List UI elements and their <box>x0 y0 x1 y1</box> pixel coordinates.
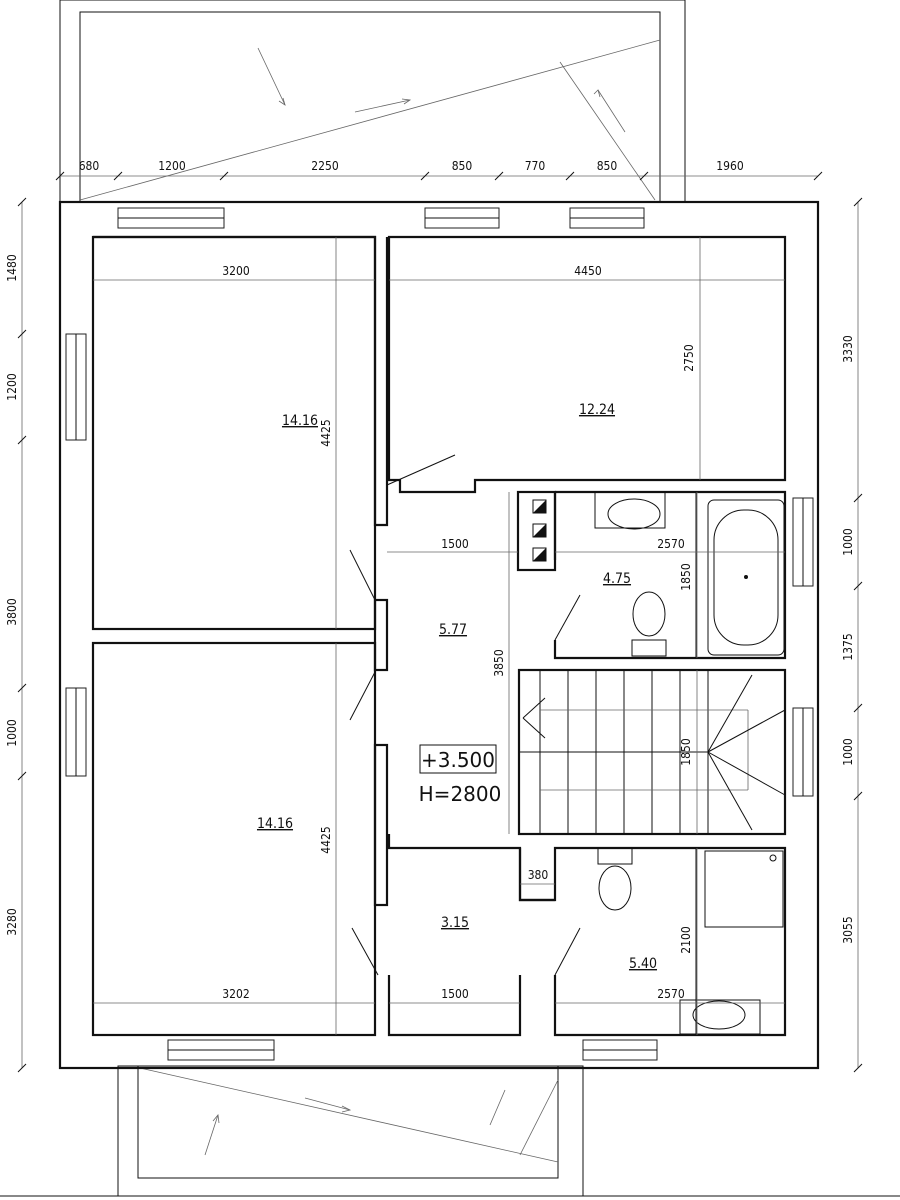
stairs <box>519 670 786 834</box>
room-labels: 14.16 12.24 4.75 5.77 14.16 3.15 5.40 <box>257 402 657 972</box>
dimension-tick <box>853 197 863 207</box>
dimension-tick <box>113 171 123 181</box>
dimension-tick <box>55 171 65 181</box>
toilet-lower <box>597 847 633 911</box>
dim-top-1: 1200 <box>158 159 186 173</box>
dim-bath-upper-width: 2570 <box>657 537 685 551</box>
dim-top-6: 1960 <box>716 159 744 173</box>
stair-arrow <box>522 717 546 739</box>
balcony-south <box>0 1065 900 1197</box>
doors <box>349 454 581 976</box>
room-area-nw: 14.16 <box>282 413 318 429</box>
shower-tray <box>704 850 784 928</box>
dimension-tick <box>565 171 575 181</box>
dim-room-ne-width: 4450 <box>574 264 602 278</box>
sink <box>594 491 666 529</box>
sink-lower <box>679 999 761 1035</box>
dim-top-2: 2250 <box>311 159 339 173</box>
stair-winder <box>707 674 753 753</box>
dim-wc-width: 380 <box>528 868 549 882</box>
dimension-tick <box>853 1063 863 1073</box>
stair-winder <box>707 709 786 753</box>
dimensions-interior: 3200 4450 2750 4425 1500 2570 1850 3850 … <box>222 264 696 1001</box>
dimension-tick <box>17 197 27 207</box>
dim-bath-lower-depth: 2100 <box>679 926 693 954</box>
dimension-tick <box>420 171 430 181</box>
level-mark: +3.500 H=2800 <box>419 744 502 806</box>
dim-right-4: 3055 <box>841 916 855 943</box>
dimension-tick <box>853 581 863 591</box>
dimensions-right: 3330 1000 1375 1000 3055 <box>841 335 855 944</box>
exterior-walls <box>58 200 820 1070</box>
room-area-bath-lower: 5.40 <box>629 956 657 972</box>
dim-room-sw-depth: 4425 <box>319 826 333 853</box>
dimension-tick <box>17 329 27 339</box>
dim-left-3: 1000 <box>5 719 19 747</box>
room-area-ne: 12.24 <box>579 402 615 418</box>
level-height: H=2800 <box>419 782 502 806</box>
dim-left-4: 3280 <box>5 908 19 936</box>
dim-hall-width: 1500 <box>441 537 469 551</box>
dimensions-top: 680 1200 2250 850 770 850 1960 <box>79 159 744 173</box>
windows <box>65 207 814 1061</box>
dim-right-1: 1000 <box>841 528 855 556</box>
dimension-tick <box>17 1063 27 1073</box>
dimension-tick <box>853 703 863 713</box>
dim-left-0: 1480 <box>5 254 19 282</box>
balcony-north <box>59 0 686 203</box>
stair-winder <box>707 751 786 796</box>
toilet-upper <box>631 591 667 657</box>
dim-right-3: 1000 <box>841 738 855 766</box>
room-area-bath-upper: 4.75 <box>603 571 631 587</box>
dimension-lines <box>17 171 863 1073</box>
dimension-tick <box>17 435 27 445</box>
dimension-tick <box>639 171 649 181</box>
dimension-tick <box>813 171 823 181</box>
room-area-vestibule: 3.15 <box>441 915 469 931</box>
vent-ducts <box>532 499 547 562</box>
dim-right-0: 3330 <box>841 335 855 363</box>
dimension-tick <box>853 791 863 801</box>
dimension-tick <box>17 683 27 693</box>
dim-bath-lower-width: 2570 <box>657 987 685 1001</box>
dim-room-nw-depth: 4425 <box>319 419 333 446</box>
dim-top-0: 680 <box>79 159 100 173</box>
room-area-hall: 5.77 <box>439 622 467 638</box>
dimension-tick <box>17 771 27 781</box>
dim-bath-upper-depth: 1850 <box>679 563 693 591</box>
dim-right-2: 1375 <box>841 633 855 660</box>
level-elevation: +3.500 <box>421 748 495 772</box>
stair-winder <box>707 751 753 831</box>
dim-room-ne-depth: 2750 <box>682 344 696 372</box>
dim-hall2-width: 1500 <box>441 987 469 1001</box>
dim-room-nw-width: 3200 <box>222 264 250 278</box>
dim-left-2: 3800 <box>5 598 19 626</box>
dim-room-sw-width: 3202 <box>222 987 249 1001</box>
dim-hall-depth: 3850 <box>492 649 506 677</box>
dimensions-left: 1480 1200 3800 1000 3280 <box>5 254 19 936</box>
dimension-tick <box>494 171 504 181</box>
bathtub <box>707 499 785 656</box>
dim-top-3: 850 <box>452 159 473 173</box>
dimension-tick <box>853 493 863 503</box>
dim-stair-depth: 1850 <box>679 738 693 766</box>
stair-arrow <box>522 697 546 719</box>
dimension-tick <box>219 171 229 181</box>
dim-top-5: 850 <box>597 159 618 173</box>
room-area-sw: 14.16 <box>257 816 293 832</box>
dim-left-1: 1200 <box>5 373 19 401</box>
fixtures <box>532 491 785 1035</box>
dim-top-4: 770 <box>525 159 546 173</box>
